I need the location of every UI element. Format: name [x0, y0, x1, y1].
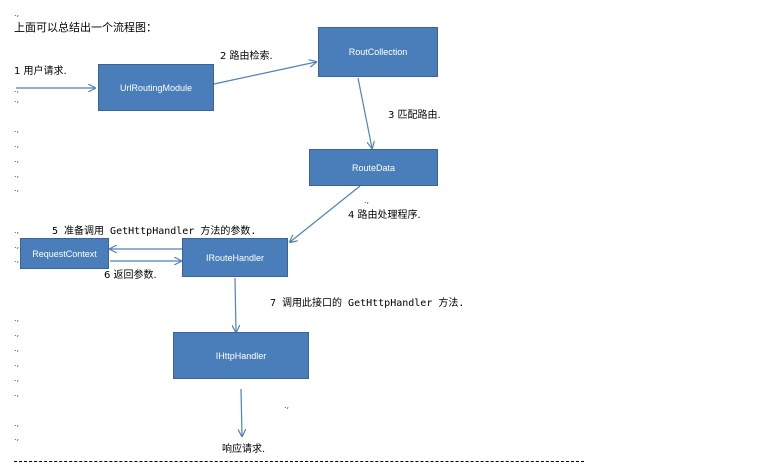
- arrow-match-route: [357, 77, 372, 148]
- paragraph-mark: .,: [14, 359, 20, 368]
- paragraph-mark: .,: [14, 389, 20, 398]
- paragraph-mark: .,: [14, 85, 20, 94]
- paragraph-mark: .,: [14, 170, 20, 179]
- paragraph-mark: .,: [14, 140, 20, 149]
- paragraph-mark: .,: [14, 344, 20, 353]
- paragraph-mark: .,: [14, 9, 20, 18]
- paragraph-mark: .,: [14, 226, 20, 235]
- paragraph-mark: .,: [14, 255, 20, 264]
- step-7-label: 7 调用此接口的 GetHttpHandler 方法.: [270, 298, 465, 309]
- paragraph-mark: .,: [284, 401, 290, 410]
- paragraph-mark: .,: [14, 314, 20, 323]
- node-ihttp-handler: IHttpHandler: [173, 332, 309, 379]
- response-label: 响应请求.: [222, 444, 266, 455]
- node-label: RequestContext: [32, 248, 97, 259]
- node-iroute-handler: IRouteHandler: [182, 238, 288, 277]
- paragraph-mark: .,: [14, 241, 20, 250]
- arrow-response: [241, 388, 242, 436]
- paragraph-mark: .,: [14, 184, 20, 193]
- node-label: RouteData: [351, 162, 396, 173]
- step-5-label: 5 准备调用 GetHttpHandler 方法的参数.: [52, 226, 257, 237]
- node-request-context: RequestContext: [20, 238, 109, 269]
- paragraph-mark: .,: [14, 419, 20, 428]
- step-4-label: 4 路由处理程序.: [348, 210, 421, 221]
- node-label: IHttpHandler: [215, 350, 267, 361]
- paragraph-mark: .,: [364, 196, 370, 205]
- arrow-call-gethttphandler: [235, 277, 236, 332]
- node-route-data: RouteData: [309, 149, 438, 186]
- paragraph-mark: .,: [14, 329, 20, 338]
- intro-text: 上面可以总结出一个流程图：: [14, 21, 157, 34]
- node-url-routing-module: UrlRoutingModule: [98, 64, 214, 111]
- paragraph-mark: .,: [14, 433, 20, 442]
- node-label: RoutCollection: [348, 47, 408, 57]
- node-rout-collection: RoutCollection: [318, 27, 438, 77]
- step-3-label: 3 匹配路由.: [388, 110, 441, 121]
- step-2-label: 2 路由检索.: [220, 51, 273, 62]
- paragraph-mark: .,: [14, 155, 20, 164]
- node-label: IRouteHandler: [205, 252, 265, 263]
- step-6-label: 6 返回参数.: [104, 270, 157, 281]
- arrow-route-handler: [290, 185, 361, 242]
- section-divider: [14, 461, 584, 462]
- node-label: UrlRoutingModule: [119, 82, 193, 93]
- arrow-route-lookup: [213, 62, 316, 85]
- paragraph-mark: .,: [14, 125, 20, 134]
- step-1-label: 1 用户请求.: [14, 66, 67, 77]
- paragraph-mark: .,: [14, 95, 20, 104]
- paragraph-mark: .,: [14, 374, 20, 383]
